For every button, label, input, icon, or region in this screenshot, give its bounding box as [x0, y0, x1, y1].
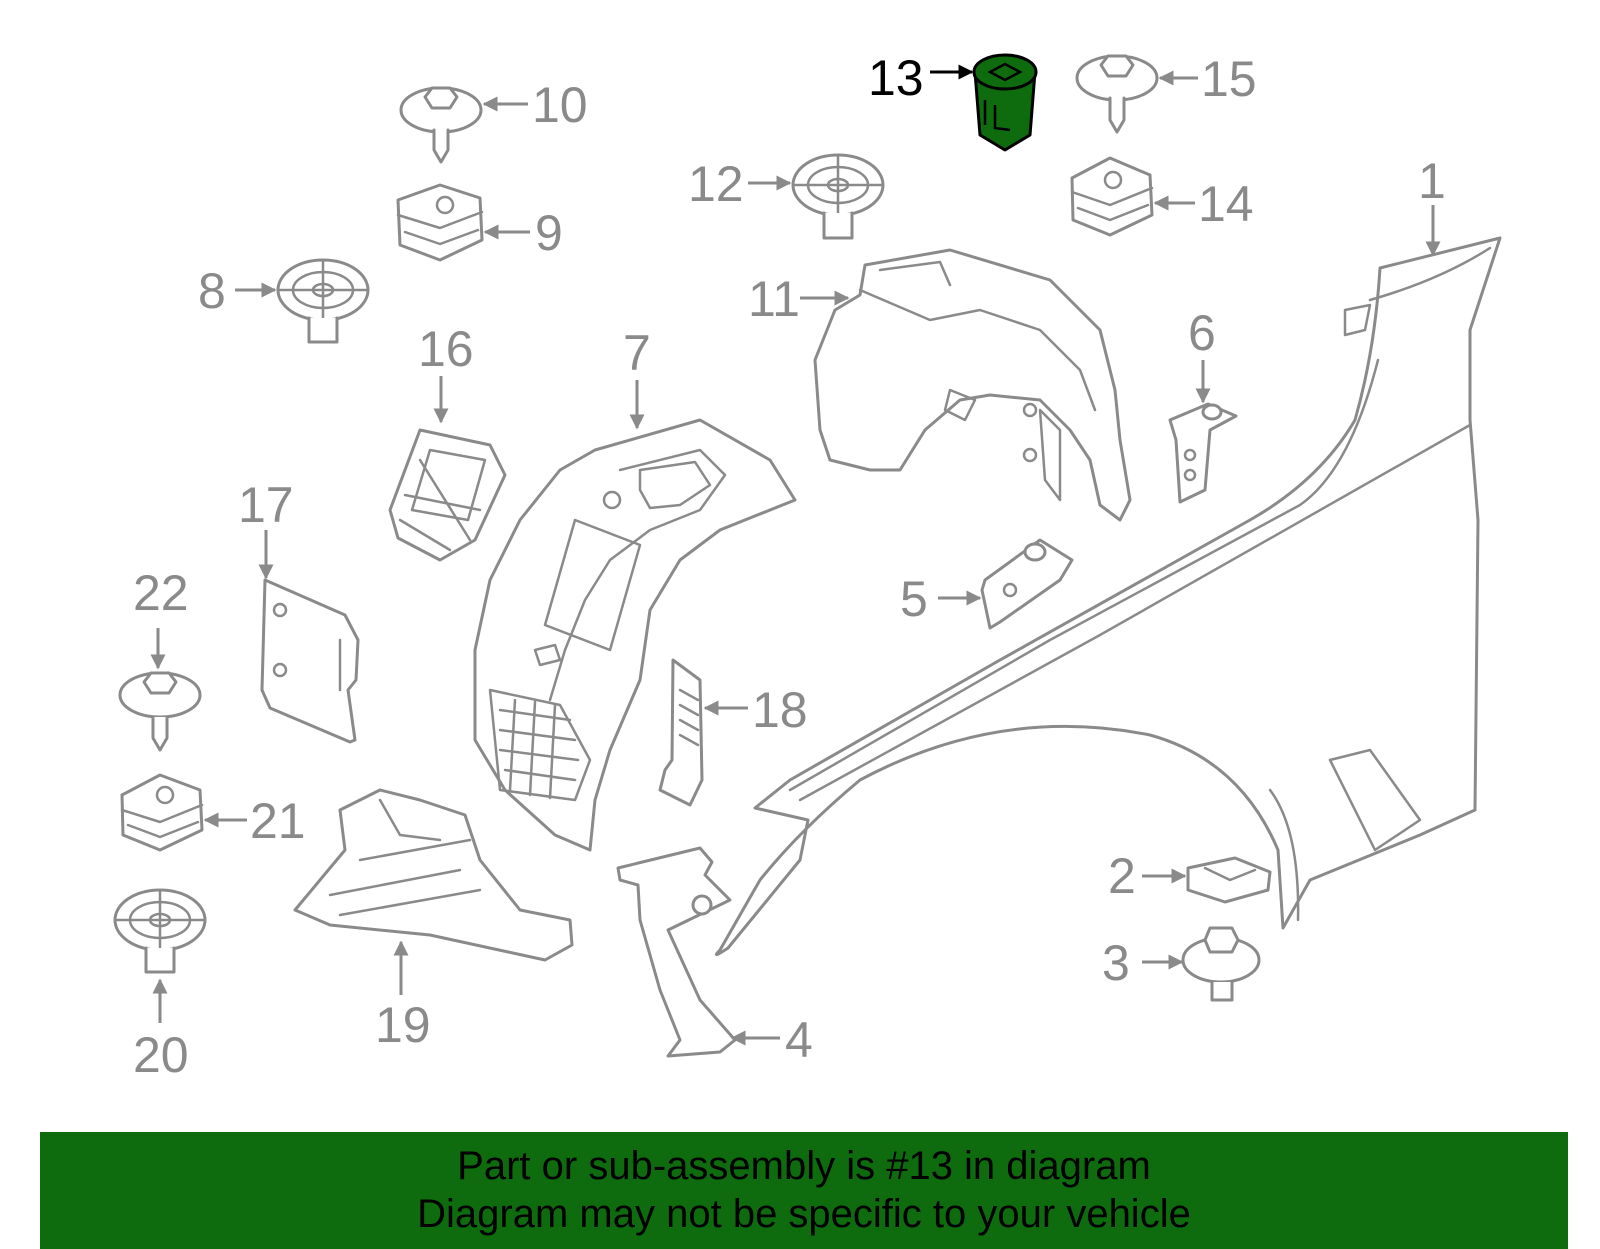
part-5-bracket	[980, 538, 1074, 630]
part-9-clip-nut	[396, 183, 484, 262]
part-11-inner-liner	[813, 248, 1132, 522]
banner-line-part: Part or sub-assembly is #13 in diagram	[457, 1144, 1151, 1188]
info-banner: Part or sub-assembly is #13 in diagram D…	[40, 1132, 1568, 1249]
callout-1: 1	[1418, 153, 1446, 209]
part-1-fender	[714, 236, 1502, 956]
callout-20: 20	[133, 1027, 189, 1083]
callout-19: 19	[375, 997, 431, 1053]
callout-17: 17	[238, 477, 294, 533]
part-4-bracket	[616, 846, 737, 1058]
part-12-push-rivet	[791, 153, 885, 240]
callout-12: 12	[688, 156, 744, 212]
callout-11: 11	[748, 271, 800, 327]
callout-18: 18	[752, 682, 808, 738]
part-8-push-rivet	[276, 258, 370, 344]
callout-13: 13	[868, 50, 924, 106]
callout-9: 9	[535, 205, 563, 261]
callout-10: 10	[532, 77, 588, 133]
part-10-screw	[399, 86, 483, 164]
callout-3: 3	[1102, 935, 1130, 991]
callout-5: 5	[900, 571, 928, 627]
part-3-bolt	[1181, 926, 1261, 1002]
part-16-grille	[388, 428, 507, 562]
callout-2: 2	[1108, 848, 1136, 904]
callout-6: 6	[1188, 305, 1216, 361]
leader-arrows	[150, 64, 1441, 1046]
callout-15: 15	[1201, 51, 1257, 107]
callout-labels: 1 2 3 4 5 6 7 8 9 10 11 12 13 14 15 16 1…	[133, 50, 1446, 1083]
banner-line-disclaimer: Diagram may not be specific to your vehi…	[417, 1192, 1191, 1236]
callout-21: 21	[250, 793, 306, 849]
callout-8: 8	[198, 263, 226, 319]
part-13-grommet	[972, 53, 1038, 152]
callout-4: 4	[785, 1012, 813, 1068]
part-18-strip-bracket	[658, 658, 704, 807]
part-22-screw	[118, 671, 202, 752]
part-14-clip-nut	[1070, 156, 1154, 237]
part-20-push-rivet	[113, 888, 207, 974]
part-21-clip-nut	[120, 773, 204, 852]
part-19-underbody-shield	[293, 788, 574, 962]
part-15-screw	[1075, 54, 1159, 134]
parts-diagram: 1 2 3 4 5 6 7 8 9 10 11 12 13 14 15 16 1…	[113, 50, 1502, 1083]
callout-22: 22	[133, 565, 189, 621]
part-17-panel	[260, 578, 360, 744]
callout-16: 16	[418, 321, 474, 377]
part-2-clip-nut	[1186, 856, 1272, 904]
callout-7: 7	[623, 325, 651, 381]
part-7-wheel-arch-liner	[473, 418, 797, 852]
part-6-bracket	[1168, 402, 1238, 504]
callout-14: 14	[1198, 176, 1254, 232]
